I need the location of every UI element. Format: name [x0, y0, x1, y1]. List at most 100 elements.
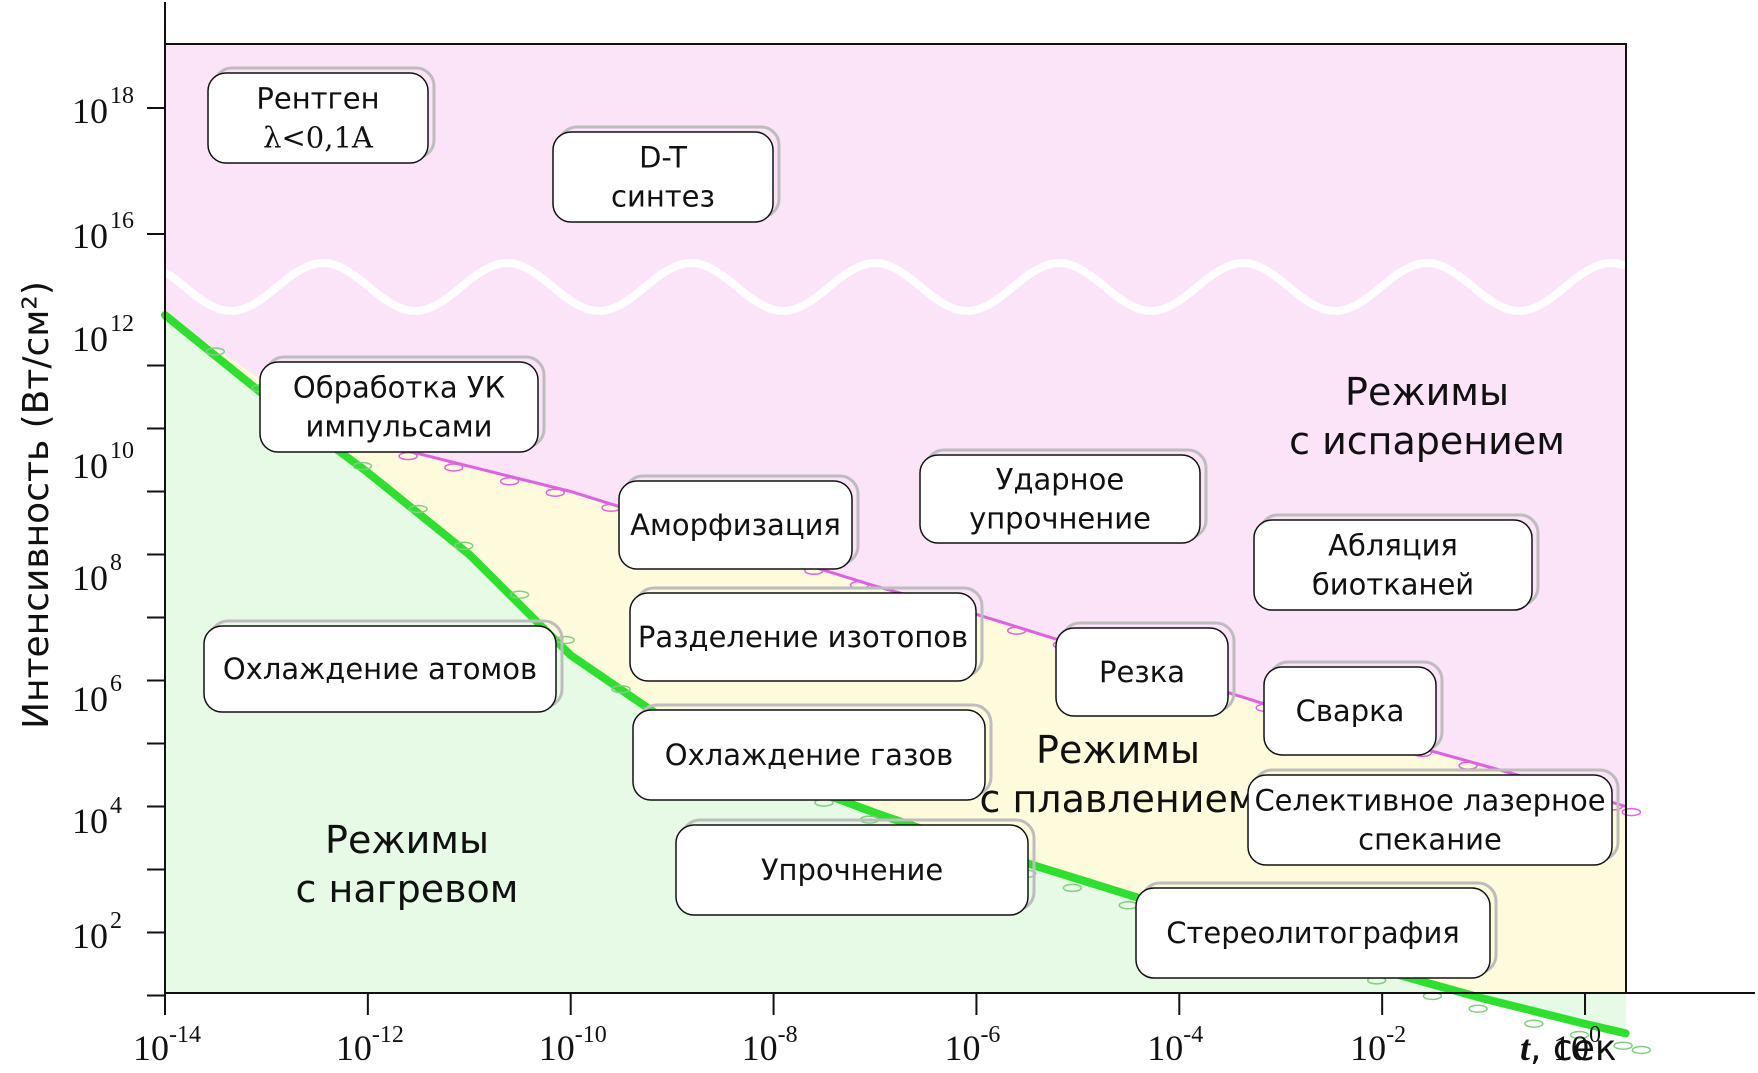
y-axis-label: Интенсивность (Вт/см²) [16, 281, 57, 729]
x-axis-variable: t [1520, 1028, 1531, 1068]
y-tick-label-exponent: 6 [110, 671, 122, 697]
boundary-marker-heating [509, 590, 530, 599]
x-tick-label-exponent: -2 [1386, 1022, 1406, 1048]
y-tick-label-exponent: 4 [110, 793, 122, 819]
annotation-box: Ударное упрочнение [919, 448, 1208, 544]
x-tick-label: 10 [539, 1028, 575, 1068]
annotation-box: Охлаждение атомов [203, 619, 564, 713]
annotation-box-frame [207, 72, 429, 164]
region-heating [165, 315, 1626, 1034]
region-label: с плавлением [979, 777, 1256, 821]
annotation-box: Сварка [1263, 660, 1444, 756]
annotation-box-frame [632, 709, 986, 801]
annotation-text: Селективное лазерное [1254, 784, 1605, 818]
y-tick-label: 10 [72, 801, 108, 841]
annotation-box-frame [629, 592, 977, 682]
annotation-box-frame [1247, 774, 1613, 866]
y-tick-label: 10 [72, 216, 108, 256]
boundary-marker-heating [1062, 883, 1083, 893]
x-tick-label: 10 [1147, 1028, 1183, 1068]
x-tick-label-exponent: -6 [980, 1022, 1000, 1048]
annotation-text: Резка [1099, 655, 1185, 689]
annotation-box-frame [1055, 627, 1229, 717]
annotation-text: биотканей [1312, 568, 1474, 602]
annotation-box-frame [552, 131, 774, 223]
annotation-box: Резка [1055, 621, 1236, 717]
region-label: Режимы [325, 818, 489, 862]
annotation-box-frame [259, 361, 539, 453]
annotation-text: Охлаждение газов [665, 738, 953, 772]
annotation-text: Обработка УК [293, 371, 506, 405]
x-tick-label-exponent: -12 [372, 1022, 404, 1048]
wave-layer [162, 259, 1627, 315]
y-tick-label-exponent: 18 [110, 83, 134, 109]
y-tick-label-exponent: 10 [110, 438, 134, 464]
boundary-marker-heating [1524, 1019, 1544, 1028]
y-tick-label-exponent: 8 [110, 550, 122, 576]
boundary-marker-evaporation [499, 477, 520, 486]
annotation-text: Абляция [1328, 529, 1458, 563]
annotation-text: Стереолитография [1166, 916, 1460, 950]
annotation-box: Аморфизация [618, 474, 860, 570]
boundary-marker-heating [1613, 1041, 1633, 1050]
boundary-marker-heating [611, 684, 631, 694]
x-tick-label: 10 [944, 1028, 980, 1068]
x-tick-label-exponent: 0 [1589, 1022, 1601, 1048]
boundary-marker-heating [1468, 1004, 1488, 1013]
y-tick-label-exponent: 12 [110, 311, 134, 337]
annotation-box: Обработка УК импульсами [259, 355, 546, 453]
y-tick-label: 10 [72, 446, 108, 486]
region-label: с нагревом [296, 867, 519, 911]
annotation-box-frame [675, 824, 1029, 916]
annotation-text: λ<0,1A [263, 121, 374, 155]
boundary-marker-evaporation [545, 488, 565, 497]
annotation-box-frame [1263, 666, 1437, 756]
boundary-marker-heating [454, 541, 474, 551]
annotation-text: Аморфизация [630, 508, 841, 542]
y-tick-label-exponent: 16 [110, 208, 134, 234]
annotation-box-frame [919, 454, 1201, 544]
x-tick-label: 10 [1553, 1028, 1589, 1068]
y-tick-label: 10 [72, 916, 108, 956]
annotation-text: Охлаждение атомов [223, 652, 537, 686]
y-tick-label: 10 [72, 558, 108, 598]
boundary-marker-heating [1631, 1045, 1652, 1055]
annotation-box: Селективное лазерное спекание [1247, 768, 1620, 866]
boundary-marker-heating [408, 504, 428, 514]
annotation-text: Сварка [1296, 694, 1405, 728]
annotation-box: Стереолитография [1135, 881, 1498, 979]
boundary-marker-heating [352, 461, 373, 471]
boundary-marker-evaporation [444, 463, 464, 472]
annotation-text: упрочнение [969, 502, 1151, 536]
x-tick-label: 10 [742, 1028, 778, 1068]
boundary-marker-evaporation [1006, 626, 1027, 635]
annotation-text: Ударное [996, 463, 1124, 497]
annotation-box: Упрочнение [675, 818, 1036, 916]
x-tick-label: 10 [133, 1028, 169, 1068]
annotation-box: Разделение изотопов [629, 586, 984, 682]
x-tick-label-exponent: -10 [575, 1022, 607, 1048]
y-tick-label-exponent: 2 [110, 908, 122, 934]
y-tick-label: 10 [72, 91, 108, 131]
annotation-box-frame [1253, 519, 1533, 611]
x-tick-label: 10 [1350, 1028, 1386, 1068]
annotation-box: Абляция биотканей [1253, 513, 1540, 611]
boundary-marker-evaporation [1621, 807, 1642, 817]
annotation-text: Упрочнение [761, 853, 943, 887]
annotation-text: спекание [1358, 823, 1502, 857]
x-axis-unit: , сек [1530, 1028, 1617, 1069]
annotation-text: импульсами [306, 410, 493, 444]
annotation-box: Охлаждение газов [632, 703, 993, 801]
annotation-text: Рентген [256, 82, 379, 116]
x-tick-label-exponent: -8 [778, 1022, 798, 1048]
boundary-marker-heating [205, 347, 226, 356]
annotation-text: синтез [611, 180, 715, 214]
y-tick-label: 10 [72, 319, 108, 359]
x-tick-label-exponent: -14 [169, 1022, 201, 1048]
annotation-box-frame [203, 625, 557, 713]
